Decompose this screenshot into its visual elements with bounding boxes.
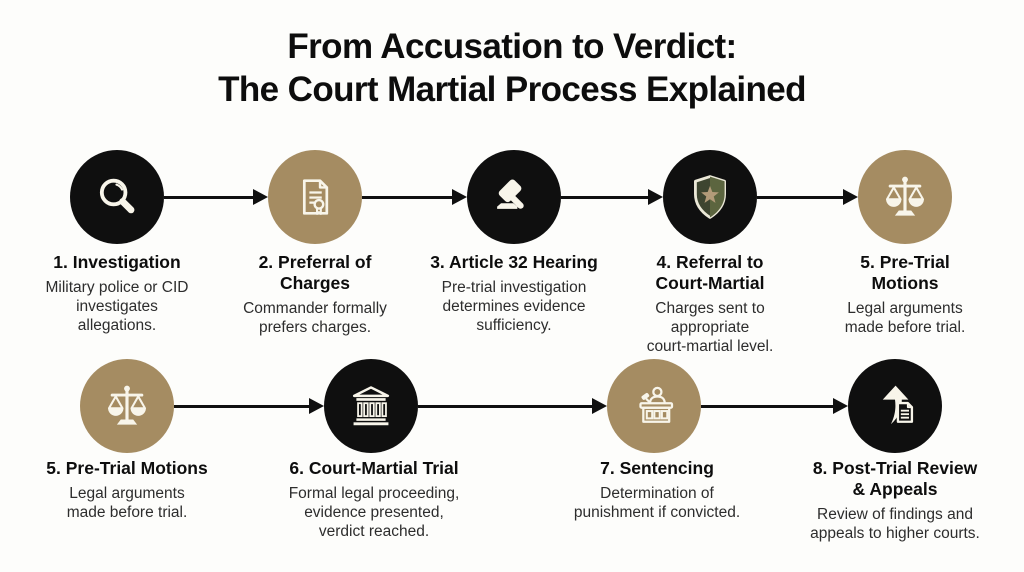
step-icon-circle [268,150,362,244]
step-icon-circle [848,359,942,453]
magnifier-icon [99,178,135,214]
flow-arrow [174,398,324,414]
step-description: Legal arguments made before trial. [844,300,966,337]
step-description: Determination of punishment if convicted… [573,485,741,522]
step-heading: 7. Sentencing [600,458,714,478]
step-icon-circle [80,359,174,453]
step-heading: 5. Pre-Trial Motions [46,458,208,478]
step-heading: 1. Investigation [53,252,181,272]
step-heading: 3. Article 32 Hearing [430,252,598,272]
step-description: Pre-trial investigation determines evide… [441,279,587,335]
step-heading: 4. Referral to Court-Martial [655,252,765,293]
page-title: From Accusation to Verdict: The Court Ma… [0,26,1024,111]
step-description: Commander formally prefers charges. [243,300,387,337]
step-description: Military police or CID investigates alle… [45,279,189,335]
step-description: Charges sent to appropriate court-martia… [646,300,774,356]
step-heading: 6. Court-Martial Trial [289,458,459,478]
step-icon-circle [607,359,701,453]
flow-arrow [164,189,268,205]
appeal-arrow-document-icon [882,385,914,425]
step-icon-circle [467,150,561,244]
step-description: Review of findings and appeals to higher… [810,506,980,543]
flow-arrow [701,398,848,414]
courthouse-icon [352,386,390,426]
step-icon-circle [663,150,757,244]
step-description: Formal legal proceeding, evidence presen… [288,485,460,541]
scales-icon [885,176,925,216]
step-icon-circle [858,150,952,244]
step-description: Legal arguments made before trial. [66,485,188,522]
step-icon-circle [70,150,164,244]
flow-arrow [561,189,663,205]
step-heading: 2. Preferral of Charges [258,252,372,293]
flow-arrow [362,189,467,205]
step-heading: 8. Post-Trial Review & Appeals [812,458,978,499]
page-title-line-1: From Accusation to Verdict: [287,27,737,66]
flow-arrow [757,189,858,205]
page-title-line-2: The Court Martial Process Explained [218,69,806,109]
scales-icon [107,385,147,425]
military-shield-icon [694,175,726,219]
step-icon-circle [324,359,418,453]
certificate-icon [302,179,329,215]
gavel-icon [497,179,524,209]
judge-bench-icon [639,386,674,423]
flow-arrow [418,398,607,414]
step-heading: 5. Pre-Trial Motions [860,252,950,293]
